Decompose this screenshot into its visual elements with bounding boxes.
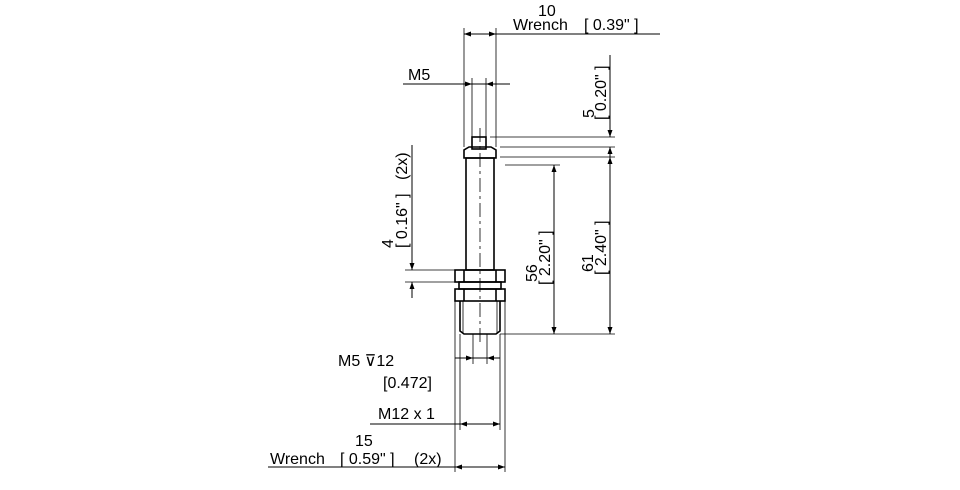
wrench-top-label: Wrench [513,17,568,34]
length-61-inch: [ 2.40" ] [593,220,610,275]
bore-inch: [0.472] [383,375,432,392]
dim-pin-height: 5 [ 0.20" ] [490,55,615,157]
nut-height-count: (2x) [394,152,411,180]
length-56-inch: [ 2.20" ] [537,230,554,285]
thread-bottom-label: M12 x 1 [378,406,435,423]
dim-thread-top: M5 [403,67,510,137]
wrench-top-value: 10 [538,3,556,20]
top-pin [471,136,487,150]
pin-height-value: 5 [581,109,598,118]
dim-length-56: 56 [ 2.20" ] [505,164,560,334]
length-61-value: 61 [580,254,597,272]
dim-bore: M5 ⊽12 [0.472] [338,334,500,392]
dim-nut-height: 4 [ 0.16" ] (2x) [380,145,455,298]
nut-height-inch: [ 0.16" ] [394,193,411,248]
top-collar [463,146,497,159]
nut-height-value: 4 [380,239,397,248]
dim-wrench-top: 10 Wrench [ 0.39" ] [463,3,660,147]
dim-length-61: 61 [ 2.40" ] [500,156,615,335]
wrench-top-inch: [ 0.39" ] [584,17,639,34]
wrench-bottom-value: 15 [355,433,373,450]
bore-label: M5 ⊽12 [338,353,394,370]
wrench-bottom-label: Wrench [270,451,325,468]
wrench-bottom-inch: [ 0.59" ] [340,451,395,468]
thread-top-label: M5 [408,67,430,84]
length-56-value: 56 [524,264,541,282]
pin-height-inch: [ 0.20" ] [593,65,610,120]
wrench-bottom-count: (2x) [414,451,442,468]
dim-wrench-bottom: 15 Wrench [ 0.59" ] (2x) [268,301,506,472]
dim-thread-bottom: M12 x 1 [370,334,501,430]
